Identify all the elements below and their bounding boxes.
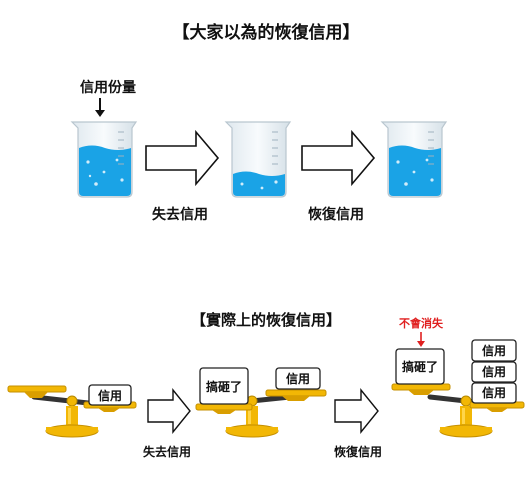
credit-block	[471, 361, 517, 383]
messed-up-block-label: 搞砸了	[402, 359, 438, 374]
credit-block	[88, 384, 132, 406]
credit-block-label: 信用	[482, 343, 506, 358]
credit-amount-label: 信用份量	[80, 79, 136, 96]
messed-up-block	[199, 367, 249, 405]
lose-credit-label-2: 失去信用	[143, 444, 191, 459]
wont-disappear-label: 不會消失	[399, 316, 444, 330]
top-title: 【大家以為的恢復信用】	[173, 22, 360, 43]
credit-block	[471, 339, 517, 362]
credit-block	[275, 367, 321, 390]
lose-credit-label: 失去信用	[152, 206, 208, 223]
red-down-arrow-icon	[417, 332, 425, 347]
credit-block-label: 信用	[482, 364, 506, 379]
restore-credit-label: 恢復信用	[308, 206, 364, 223]
right-arrow-icon	[301, 129, 376, 187]
right-arrow-icon	[145, 129, 220, 187]
credit-block-label: 信用	[286, 371, 310, 386]
down-arrow-icon	[95, 98, 105, 117]
right-arrow-icon	[147, 388, 191, 434]
messed-up-block-label: 搞砸了	[206, 379, 242, 394]
messed-up-block	[395, 348, 445, 385]
right-arrow-icon	[334, 388, 379, 434]
credit-block-label: 信用	[98, 388, 122, 403]
beaker-refilled	[380, 121, 448, 198]
credit-block-label: 信用	[482, 385, 506, 400]
bottom-title: 【實際上的恢復信用】	[191, 311, 341, 329]
beaker-low	[224, 121, 292, 198]
beaker-full	[70, 121, 138, 198]
credit-block	[471, 382, 517, 404]
restore-credit-label-2: 恢復信用	[334, 444, 382, 459]
